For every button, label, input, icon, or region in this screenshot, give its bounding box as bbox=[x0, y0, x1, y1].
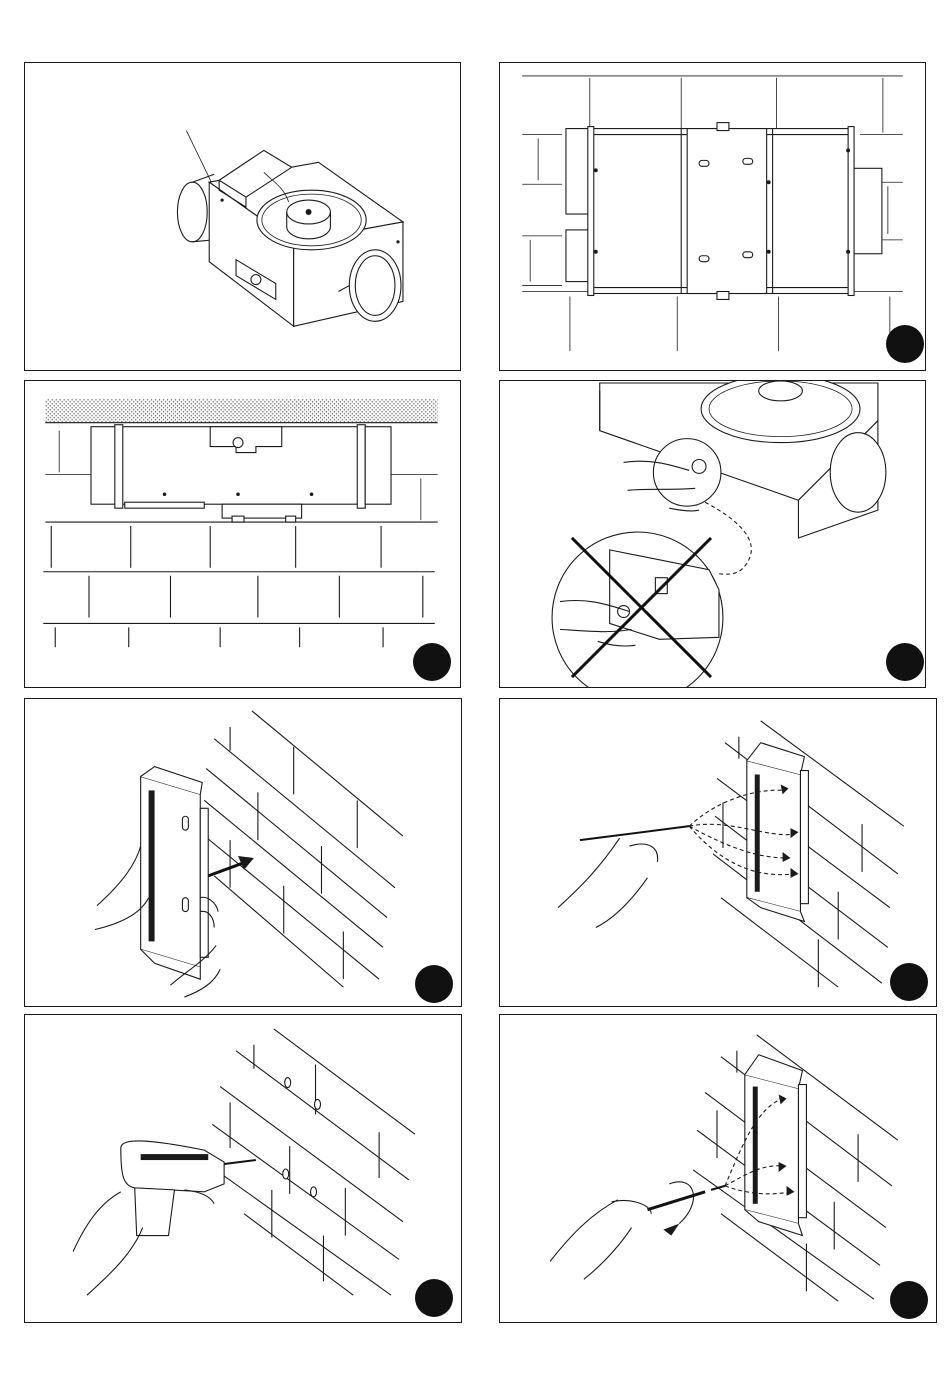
figure-panel-5 bbox=[24, 698, 462, 1007]
figure-panel-7 bbox=[24, 1014, 462, 1323]
step-badge-5 bbox=[415, 965, 453, 1003]
fixing-screws-illustration bbox=[500, 1015, 936, 1322]
step-badge-6 bbox=[890, 963, 928, 1001]
figure-panel-6 bbox=[499, 698, 937, 1007]
step-badge-4 bbox=[886, 643, 924, 681]
figure-panel-1 bbox=[24, 62, 461, 371]
figure-panel-8 bbox=[499, 1014, 937, 1323]
incorrect-handling-warning-illustration bbox=[500, 381, 925, 687]
fan-unit-isometric-illustration bbox=[25, 63, 460, 370]
step-badge-3 bbox=[413, 643, 451, 681]
marking-holes-illustration bbox=[500, 699, 936, 1006]
ceiling-mount-front-view-drawing bbox=[25, 381, 460, 687]
figure-panel-3 bbox=[24, 380, 461, 688]
drilling-holes-illustration bbox=[25, 1015, 461, 1322]
bracket-placement-illustration bbox=[25, 699, 461, 1006]
step-badge-2 bbox=[886, 325, 924, 363]
step-badge-7 bbox=[415, 1279, 453, 1317]
figure-panel-2 bbox=[499, 62, 926, 371]
figure-panel-4 bbox=[499, 380, 926, 688]
step-badge-8 bbox=[890, 1281, 928, 1319]
fan-unit-top-view-drawing bbox=[500, 63, 925, 370]
